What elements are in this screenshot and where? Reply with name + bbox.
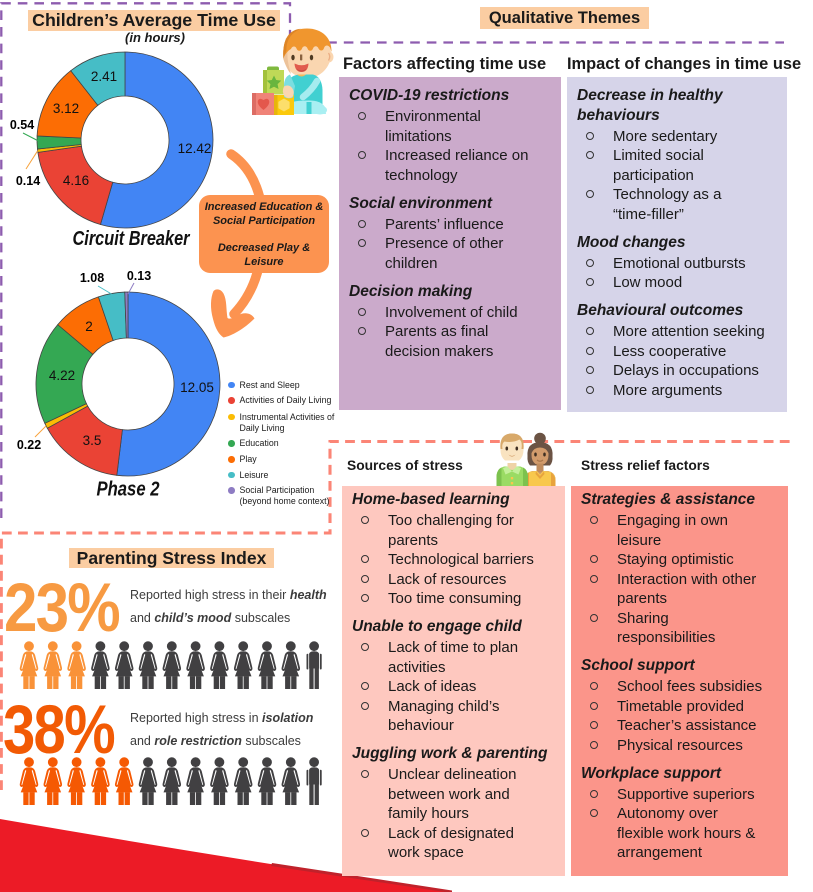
- svg-text:2.41: 2.41: [91, 69, 117, 84]
- svg-text:Circuit Breaker: Circuit Breaker: [73, 227, 191, 250]
- svg-text:12.05: 12.05: [180, 380, 214, 395]
- svg-text:2: 2: [85, 319, 93, 334]
- svg-text:3.5: 3.5: [83, 433, 102, 448]
- svg-text:12.42: 12.42: [178, 141, 212, 156]
- svg-text:4.16: 4.16: [63, 173, 89, 188]
- svg-text:Phase 2: Phase 2: [97, 478, 160, 501]
- svg-text:0.13: 0.13: [127, 269, 151, 283]
- svg-text:4.22: 4.22: [49, 368, 75, 383]
- svg-text:3.12: 3.12: [53, 101, 79, 116]
- svg-text:0.54: 0.54: [10, 118, 34, 132]
- svg-text:0.14: 0.14: [16, 174, 40, 188]
- svg-text:1.08: 1.08: [80, 271, 104, 285]
- svg-text:0.22: 0.22: [17, 438, 41, 452]
